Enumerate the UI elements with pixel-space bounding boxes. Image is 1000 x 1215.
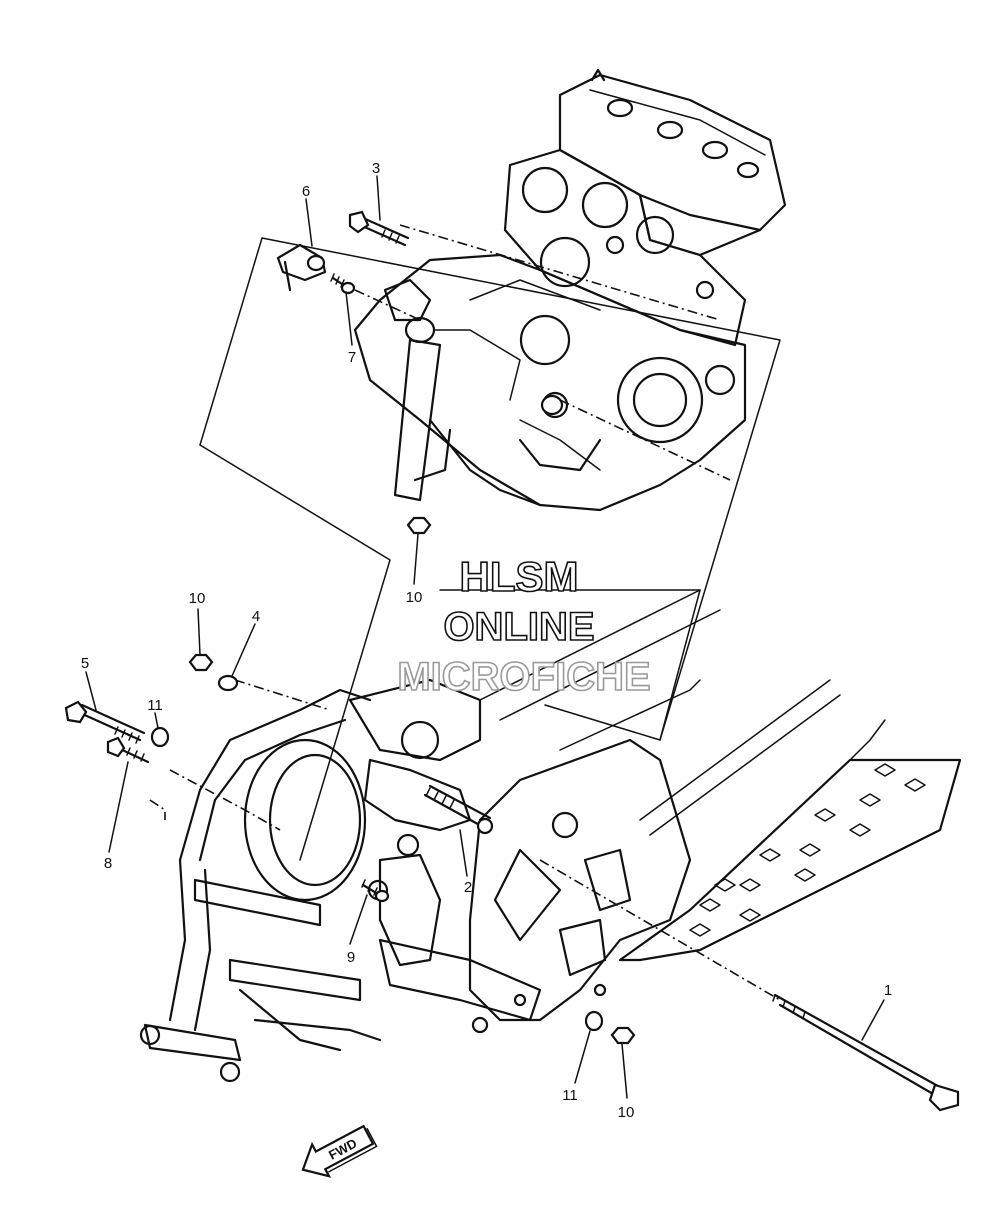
part-7-screw [330,273,356,295]
fasteners [64,210,960,1112]
callout-3: 3 [372,160,380,177]
callout-10-left: 10 [189,590,206,607]
callout-10-upper: 10 [406,589,423,606]
part-11-washer-left [150,726,170,748]
callout-10-right: 10 [618,1104,635,1121]
alignment-lines [149,224,781,1001]
callout-11-left: 11 [147,697,163,714]
part-11-washer-right [584,1010,604,1032]
callout-9: 9 [347,949,355,966]
part-9-bolt [361,879,390,903]
callout-labels: 1 2 3 4 5 6 7 8 9 10 10 10 11 11 [81,160,892,1121]
watermark-line-2: ONLINE [443,605,594,649]
callout-4: 4 [252,608,260,625]
part-10-nut-upper [406,516,432,535]
fwd-arrow-icon [301,1124,375,1178]
watermark-line-3: MICROFICHE [397,655,650,699]
running-board-holes [689,763,926,937]
watermark-line-1: HLSM [460,553,579,600]
callout-7: 7 [348,349,356,366]
part-10-nut-right [610,1026,636,1045]
frame-assembly [139,589,962,1083]
callout-6: 6 [302,183,310,200]
part-5-bolt [64,700,146,744]
part-4-washer [217,674,239,692]
part-1-bolt [772,993,960,1112]
part-10-nut-left [188,653,214,672]
callout-11-right: 11 [562,1087,578,1104]
part-6-bracket [276,243,327,292]
callout-2: 2 [464,879,472,896]
part-3-bolt [348,210,410,247]
callout-8: 8 [104,855,112,872]
watermark: HLSM ONLINE MICROFICHE [397,552,652,700]
engine-assembly [353,68,787,512]
leader-lines [85,175,885,1099]
part-2-stud [423,784,494,835]
part-8-bolt [106,736,150,764]
callout-5: 5 [81,655,89,672]
exploded-outline-lines [199,237,781,861]
callout-1: 1 [884,982,892,999]
fwd-direction-arrow: FWD [301,1124,378,1178]
